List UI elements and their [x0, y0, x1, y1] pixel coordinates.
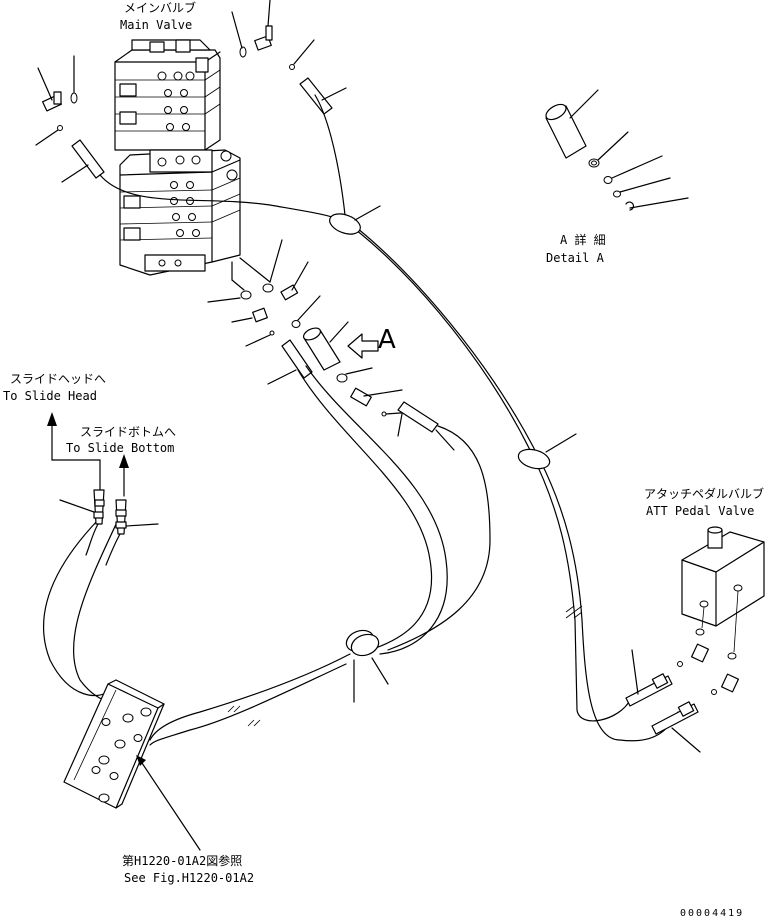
- att-pedal-valve: [625, 526, 765, 753]
- main-valve-label-en: Main Valve: [120, 18, 192, 32]
- main-valve: [114, 39, 241, 276]
- lower-fittings: A: [207, 239, 455, 451]
- distribution-block: [63, 679, 201, 851]
- slide-head-label-en: To Slide Head: [3, 389, 97, 403]
- att-pedal-label-jp: アタッチペダルバルブ: [644, 486, 764, 501]
- main-valve-label-jp: メインバルブ: [124, 0, 196, 15]
- labels: メインバルブ Main Valve スライドヘッドへ To Slide Head…: [3, 0, 764, 919]
- drawing-number: 00004419: [680, 908, 744, 919]
- slide-fittings: [59, 489, 159, 566]
- slide-bottom-label-jp: スライドボトムへ: [80, 425, 176, 439]
- detail-a-title-en: Detail A: [546, 251, 605, 265]
- hoses: [43, 94, 679, 746]
- see-fig-label-jp: 第H1220-01A2図参照: [122, 853, 242, 868]
- detail-a: A 詳 細 Detail A: [545, 89, 689, 265]
- slide-head-label-jp: スライドヘッドへ: [10, 372, 106, 386]
- detail-a-title-jp: A 詳 細: [560, 232, 606, 247]
- see-fig-label-en: See Fig.H1220-01A2: [124, 871, 254, 885]
- view-arrow-letter: A: [378, 325, 396, 355]
- att-pedal-label-en: ATT Pedal Valve: [646, 504, 754, 518]
- slide-bottom-label-en: To Slide Bottom: [66, 441, 174, 455]
